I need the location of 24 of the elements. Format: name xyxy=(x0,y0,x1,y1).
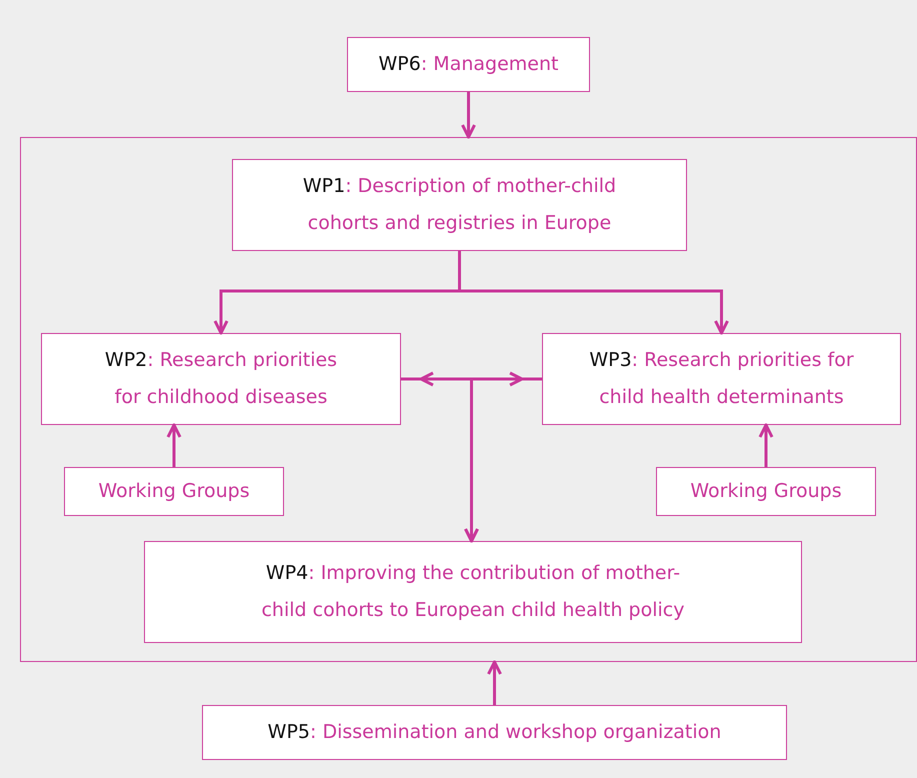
arrow xyxy=(464,378,542,542)
box-label: Working Groups xyxy=(97,478,251,504)
arrow xyxy=(461,92,476,138)
group-frame xyxy=(20,137,917,662)
process-box xyxy=(542,333,901,425)
process-box xyxy=(202,705,787,760)
box-label: WP5: Dissemination and workshop organization xyxy=(266,720,722,745)
process-box xyxy=(656,467,876,516)
process-box xyxy=(41,333,401,425)
arrow xyxy=(758,424,774,467)
box-label: WP3: Research priorities for child health determinants xyxy=(588,348,855,410)
process-box xyxy=(347,37,590,92)
box-label: Working Groups xyxy=(689,478,843,504)
process-box xyxy=(232,159,687,251)
box-label: WP2: Research priorities for childhood diseases xyxy=(104,348,338,410)
box-label: WP4: Improving the contribution of mother-child cohorts to European child health policy xyxy=(260,560,686,623)
arrow xyxy=(166,424,182,467)
arrow xyxy=(420,372,524,386)
box-label: WP1: Description of mother-child cohorts and registries in Europe xyxy=(302,174,618,236)
box-label: WP6: Management xyxy=(378,52,560,77)
arrow xyxy=(458,251,729,334)
process-box xyxy=(144,541,802,643)
process-box xyxy=(64,467,284,516)
arrow xyxy=(487,660,502,705)
